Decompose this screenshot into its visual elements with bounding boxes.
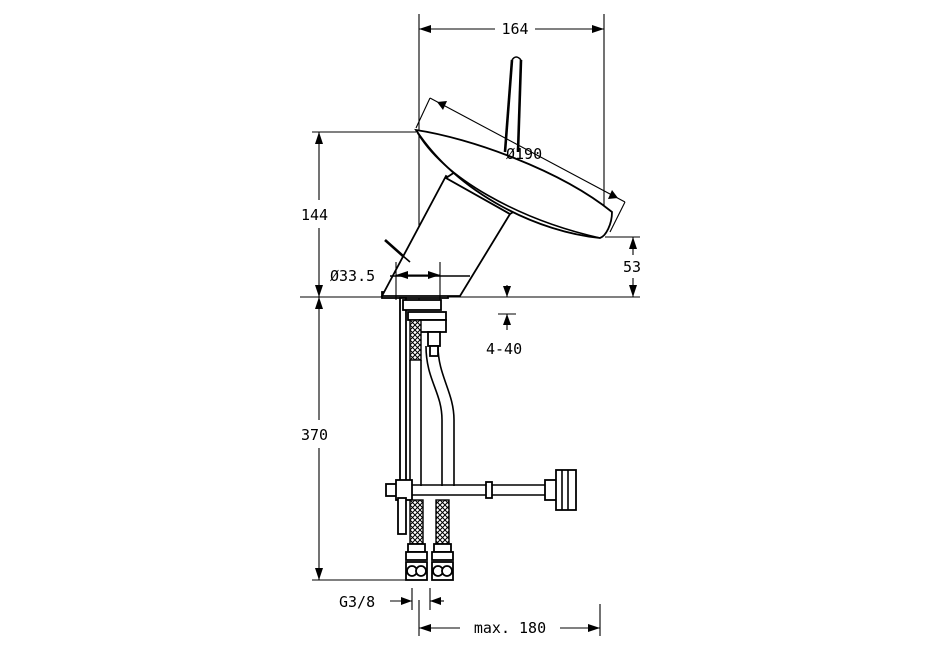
dim-upper-height-label: 144	[301, 206, 328, 224]
dim-deck-thickness-label: 4-40	[486, 340, 522, 358]
dim-disc-diameter: Ø190	[415, 97, 626, 233]
dim-base-diameter: Ø33.5	[330, 262, 441, 300]
dim-spout-drop-label: 53	[623, 258, 641, 276]
dim-max-reach-label: max. 180	[474, 619, 546, 637]
dim-top-width-label: 164	[501, 20, 528, 38]
dim-base-diameter-label: Ø33.5	[330, 267, 375, 285]
dim-connection-thread-label: G3/8	[339, 593, 375, 611]
dim-disc-diameter-label: Ø190	[506, 145, 542, 163]
faucet-body	[380, 56, 613, 299]
dim-spout-drop: 53	[623, 237, 641, 297]
dim-max-reach: max. 180	[419, 619, 600, 637]
dim-lower-length: 370	[301, 297, 328, 580]
extension-lines	[300, 14, 640, 636]
under-deck-assembly	[385, 297, 577, 581]
dim-upper-height: 144	[301, 132, 328, 297]
dim-connection-thread: G3/8	[339, 593, 444, 611]
dim-lower-length-label: 370	[301, 426, 328, 444]
dim-deck-thickness: 4-40	[486, 285, 522, 358]
dim-top-width: 164	[419, 20, 604, 38]
